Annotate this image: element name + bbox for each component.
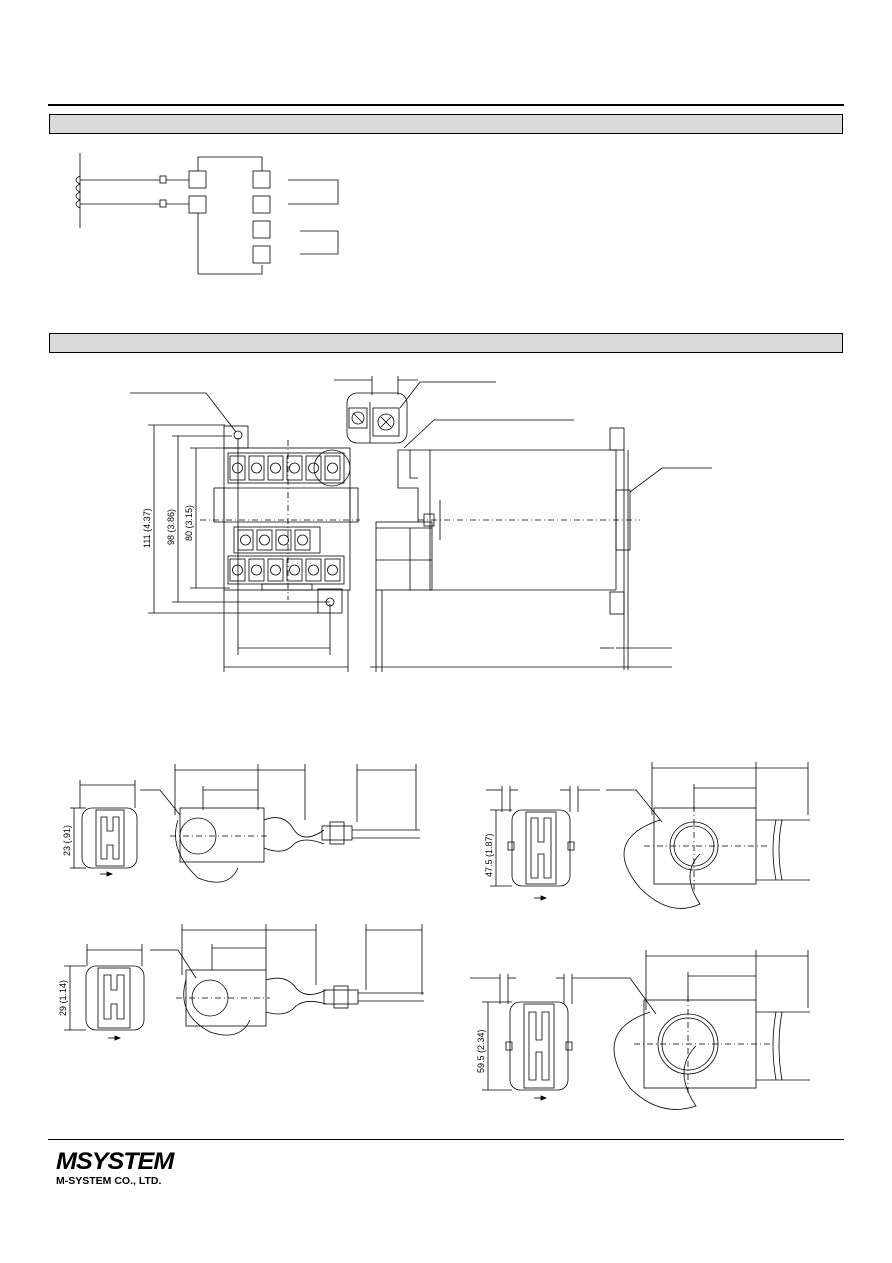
dim-height-80: 80 (3.15) [184, 505, 194, 541]
dim-sensor-d-height: 59.5 (2.34) [476, 1029, 486, 1073]
sensor-d-drawing [470, 950, 810, 1110]
dim-height-111: 111 (4.37) [142, 508, 152, 548]
terminal-detail [334, 376, 496, 444]
unit-side-view [370, 419, 712, 672]
dim-sensor-c-height: 47.5 (1.87) [484, 833, 494, 877]
sensor-c-drawing [486, 762, 810, 909]
dim-height-98: 98 (3.86) [166, 509, 176, 545]
company-name: M-SYSTEM CO., LTD. [56, 1175, 162, 1187]
sensor-a-drawing [70, 764, 420, 883]
footer-rule [48, 1139, 844, 1140]
section-band-connection [49, 114, 843, 134]
logo-wordmark: MSYSTEM [56, 1148, 174, 1175]
sensor-b-drawing [64, 924, 424, 1041]
lower-terminal-block [227, 526, 345, 591]
dim-sensor-a-height: 23 (.91) [62, 825, 72, 856]
upper-terminal-block [227, 449, 351, 487]
company-logo: MSYSTEM M-SYSTEM CO., LTD. [56, 1150, 174, 1188]
unit-front-view [130, 392, 360, 672]
dim-sensor-b-height: 29 (1.14) [58, 980, 68, 1016]
header-rule [48, 104, 844, 106]
connection-diagram [75, 153, 339, 275]
section-band-dimensions [49, 333, 843, 353]
